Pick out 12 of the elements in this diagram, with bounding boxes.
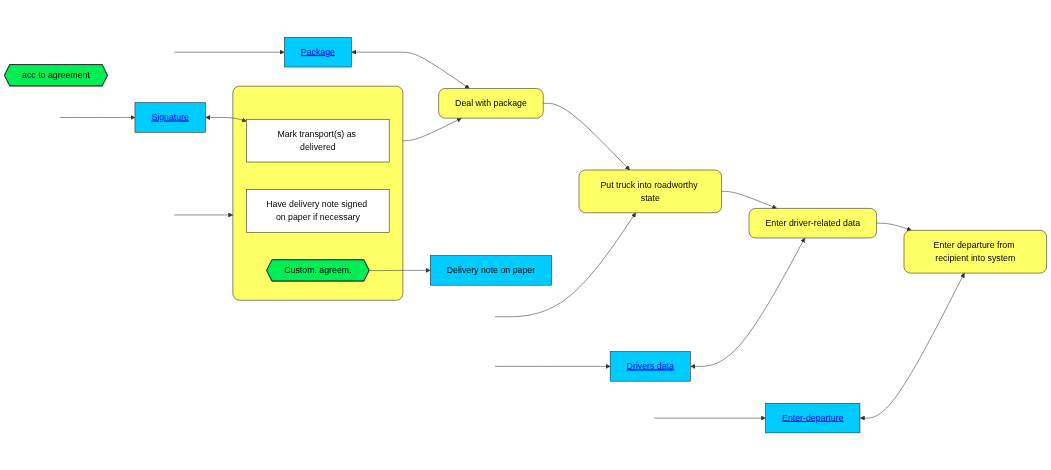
node-box <box>748 207 877 239</box>
node-box <box>246 118 390 163</box>
node-box <box>903 229 1047 274</box>
node-box <box>284 36 352 68</box>
node-box <box>134 102 206 133</box>
node-box <box>438 88 544 119</box>
cluster <box>232 85 404 301</box>
node-box <box>430 255 552 286</box>
node-box <box>765 402 861 433</box>
node-box <box>578 169 722 213</box>
node-box <box>246 189 390 233</box>
node-box <box>609 351 691 382</box>
